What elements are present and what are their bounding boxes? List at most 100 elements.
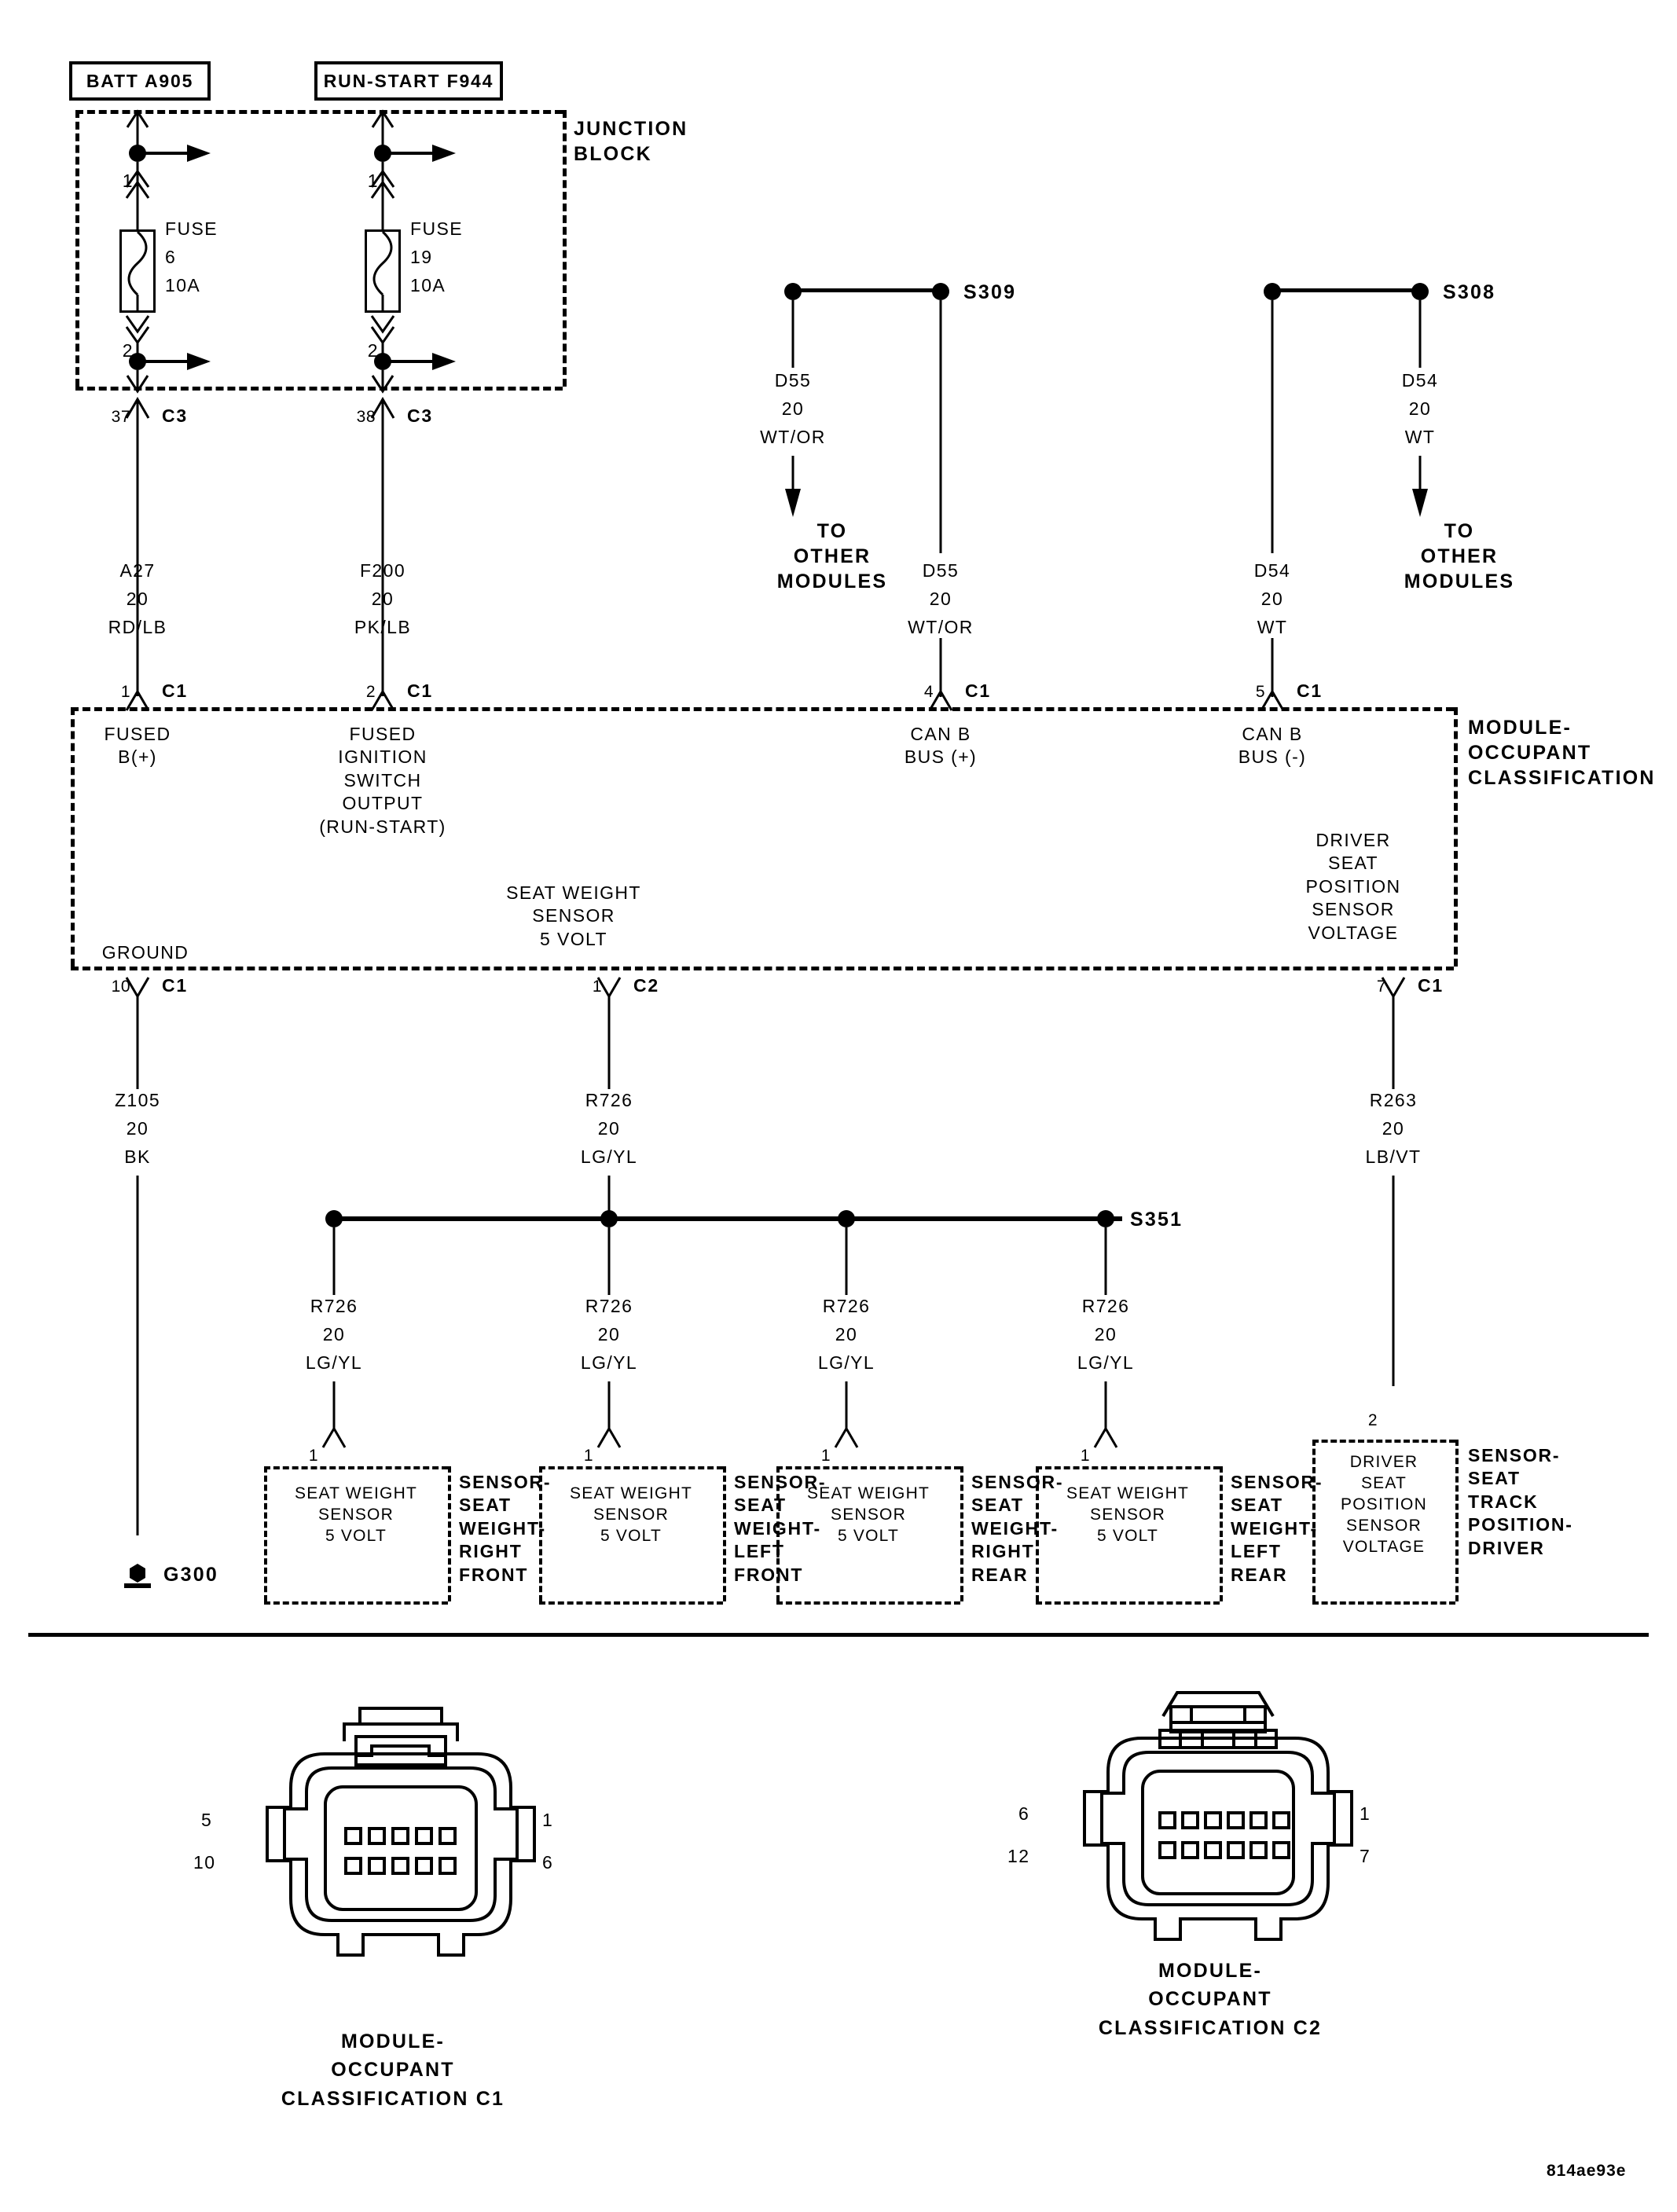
- fuse-19-number: 19: [410, 247, 433, 267]
- bus-d55-circuit: D55: [922, 560, 960, 581]
- module-pin-5: 5: [1255, 683, 1265, 701]
- wire-z105-gauge: 20: [126, 1118, 149, 1139]
- c3-pin-37: 37: [111, 408, 130, 426]
- sensor-4-box-bottom: [1036, 1601, 1220, 1605]
- wire-r726-gauge: 20: [597, 1118, 621, 1139]
- sensor-bus-dot-3: [838, 1210, 855, 1227]
- fuse-box-19: [365, 229, 401, 313]
- source-label-batt: BATT A905: [86, 70, 194, 91]
- module-pin-7: 7: [1376, 978, 1386, 996]
- module-label-driver-seat-pos: DRIVER SEAT POSITION SENSOR VOLTAGE: [1305, 830, 1401, 943]
- s308-color: WT: [1404, 427, 1436, 447]
- sensor-branch-2-wire: [596, 1227, 622, 1448]
- module-conn-c2: C2: [633, 975, 660, 996]
- c3-38-wire-graphics: [370, 397, 395, 696]
- module-conn-c1-c: C1: [965, 680, 992, 701]
- module-pin-2: 2: [365, 683, 376, 701]
- splice-s308-dot: [1411, 283, 1429, 300]
- fuse-19-pin-top: 1: [367, 171, 379, 191]
- wire-z105-circuit: Z105: [114, 1090, 161, 1110]
- position-sensor-box-right: [1455, 1440, 1459, 1601]
- wire-a27-circuit: A27: [119, 560, 156, 581]
- connector-c2-pin-right-bottom: 7: [1360, 1846, 1371, 1866]
- module-top-edge: [71, 707, 1454, 711]
- branch-1-circuit: R726: [310, 1296, 358, 1316]
- fuse-19-rating: 10A: [410, 275, 446, 295]
- to-other-modules-left: TO OTHER MODULES: [776, 520, 888, 592]
- module-pin7-c1-wire: [1381, 977, 1406, 1386]
- fuse-6-number: 6: [165, 247, 177, 267]
- wire-z105-color: BK: [124, 1146, 151, 1167]
- sensor-2-box-right: [723, 1466, 726, 1601]
- module-pin1-c1-symbol: [125, 677, 150, 711]
- s308-gauge: 20: [1408, 398, 1432, 419]
- splice-s308-link: [1272, 288, 1414, 292]
- module-func-can-b-minus: CAN B BUS (-): [1238, 724, 1307, 768]
- sensor-branch-1-wire: [321, 1227, 347, 1448]
- module-conn-c1-e: C1: [162, 975, 189, 996]
- drawing-code: 814ae93e: [1547, 2162, 1627, 2180]
- sensor-1-box-top: [264, 1466, 448, 1469]
- sensor-1-name: SENSOR- SEAT WEIGHT- RIGHT FRONT: [459, 1472, 552, 1585]
- module-right-edge: [1454, 707, 1458, 967]
- connector-c1-shape: [266, 1707, 536, 1957]
- source-box-run-start: RUN-START F944: [314, 61, 503, 101]
- connector-c1-pin-left-bottom: 10: [193, 1852, 216, 1873]
- module-pin4-c1-symbol: [928, 677, 953, 711]
- bus-d54-circuit: D54: [1253, 560, 1291, 581]
- connector-c2-shape: [1083, 1691, 1353, 1941]
- module-pin-1: 1: [120, 683, 130, 701]
- sensor-bus-dot-1: [325, 1210, 343, 1227]
- module-label-ground: GROUND: [101, 942, 189, 963]
- position-sensor-box-left: [1312, 1440, 1316, 1601]
- connector-c1-caption: MODULE- OCCUPANT CLASSIFICATION C1: [281, 2030, 505, 2110]
- junction-block-left-edge: [75, 110, 79, 387]
- fuse-6-pin-top: 1: [122, 171, 134, 191]
- splice-s309-label: S309: [963, 281, 1017, 303]
- fuse-6-title: FUSE: [165, 218, 218, 239]
- ground-symbol-icon: [124, 1564, 151, 1588]
- wire-a27-gauge: 20: [126, 589, 149, 609]
- sensor-2-inner-label: SEAT WEIGHT SENSOR 5 VOLT: [570, 1484, 692, 1545]
- position-sensor-box-bottom: [1312, 1601, 1455, 1605]
- branch-2-circuit: R726: [585, 1296, 633, 1316]
- sensor-1-pin: 1: [308, 1447, 318, 1465]
- sensor-2-pin: 1: [583, 1447, 593, 1465]
- sensor-3-pin: 1: [820, 1447, 831, 1465]
- fuse-19-title: FUSE: [410, 218, 463, 239]
- sensor-3-box-right: [960, 1466, 963, 1601]
- sensor-3-name: SENSOR- SEAT WEIGHT- RIGHT REAR: [971, 1472, 1064, 1585]
- position-sensor-box-top: [1312, 1440, 1455, 1443]
- wire-r726-circuit: R726: [585, 1090, 633, 1110]
- sensor-3-inner-label: SEAT WEIGHT SENSOR 5 VOLT: [807, 1484, 930, 1545]
- sensor-1-inner-label: SEAT WEIGHT SENSOR 5 VOLT: [295, 1484, 417, 1545]
- c3-label-right: C3: [407, 405, 434, 426]
- s309-right-leg: [939, 300, 942, 697]
- module-occupant-classification-label: MODULE- OCCUPANT CLASSIFICATION: [1468, 717, 1656, 789]
- batt-branch-graphics: [125, 109, 211, 394]
- module-pin10-wire: [125, 977, 150, 1535]
- module-left-edge: [71, 707, 75, 967]
- bus-d55-color: WT/OR: [908, 617, 974, 637]
- connector-c1-pin-right-top: 1: [542, 1810, 554, 1830]
- splice-s309-dot: [932, 283, 949, 300]
- bus-d54-gauge: 20: [1261, 589, 1284, 609]
- branch-4-gauge: 20: [1094, 1324, 1117, 1344]
- fuse-19-pin-bottom: 2: [367, 340, 379, 361]
- branch-3-gauge: 20: [835, 1324, 858, 1344]
- junction-block-top-edge: [75, 110, 563, 114]
- fuse-box-6: [119, 229, 156, 313]
- bus-d54-color: WT: [1257, 617, 1288, 637]
- connector-c1-pin-left-top: 5: [201, 1810, 213, 1830]
- connector-c1-pin-right-bottom: 6: [542, 1852, 554, 1873]
- sensor-2-box-bottom: [539, 1601, 723, 1605]
- sensor-1-box-left: [264, 1466, 267, 1601]
- sensor-bus-dot-2: [600, 1210, 618, 1227]
- module-func-can-b-plus: CAN B BUS (+): [904, 724, 978, 768]
- sensor-1-box-bottom: [264, 1601, 448, 1605]
- module-conn-c1-b: C1: [407, 680, 434, 701]
- splice-s308-label: S308: [1443, 281, 1496, 303]
- run-start-branch-graphics: [370, 109, 456, 394]
- sensor-3-box-bottom: [776, 1601, 960, 1605]
- sensor-branch-3-wire: [834, 1227, 859, 1448]
